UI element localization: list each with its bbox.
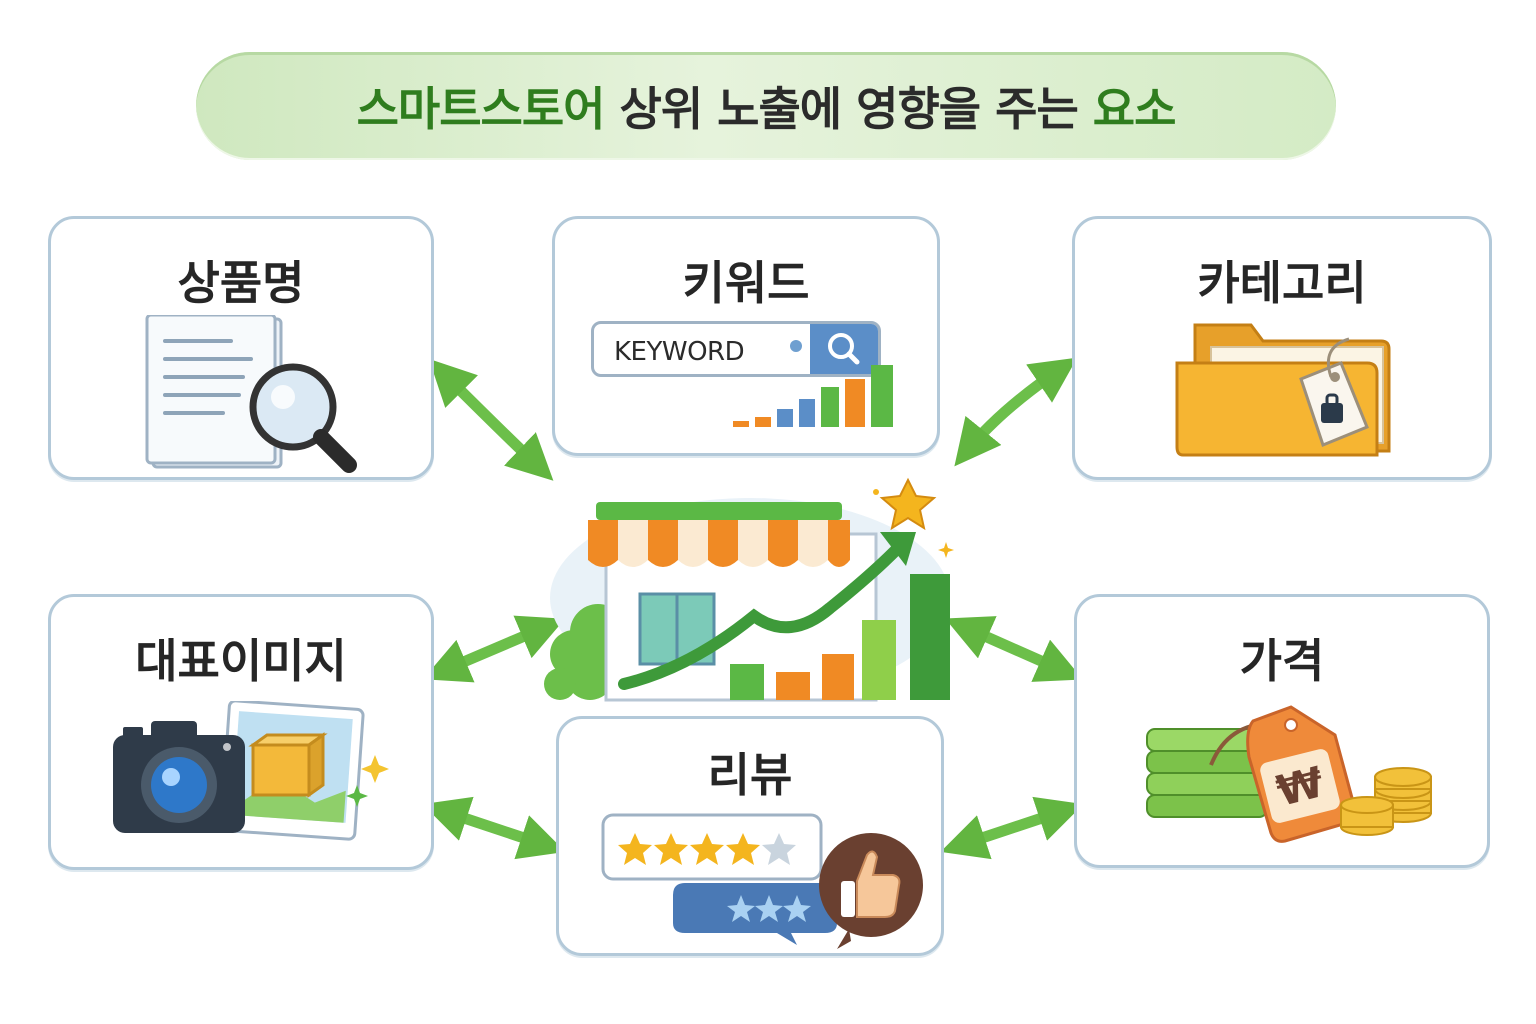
card-price: 가격 ₩ — [1074, 594, 1490, 868]
document-magnifier-icon — [145, 315, 357, 473]
growth-bars-icon — [733, 365, 893, 427]
page-title: 스마트스토어 상위 노출에 영향을 주는 요소 — [356, 73, 1177, 139]
title-banner: 스마트스토어 상위 노출에 영향을 주는 요소 — [196, 52, 1336, 160]
price-label: 가격 — [1239, 634, 1325, 688]
arrow-product-name — [428, 358, 554, 481]
card-category: 카테고리 — [1072, 216, 1492, 480]
keyword-label: 키워드 — [682, 256, 810, 310]
store-growth-illustration — [544, 477, 954, 702]
arrow-main-image — [422, 615, 566, 683]
folder-tag-icon — [1175, 323, 1391, 457]
growth-arrow — [618, 544, 902, 690]
title-part-factors: 요소 — [1092, 82, 1177, 136]
title-part-smartstore: 스마트스토어 — [356, 82, 606, 136]
search-bar-dot — [790, 340, 802, 352]
store-awning — [588, 520, 850, 567]
title-part-middle: 상위 노출에 영향을 주는 — [619, 82, 1079, 136]
growth-bars — [730, 574, 950, 700]
card-review: 리뷰 — [556, 716, 944, 956]
star-icon — [879, 477, 937, 531]
arrow-price — [945, 616, 1083, 682]
money-price-tag-icon: ₩ — [1146, 705, 1432, 843]
camera-photo-icon — [113, 701, 389, 841]
category-label: 카테고리 — [1197, 256, 1367, 310]
arrow-review-right — [940, 796, 1084, 860]
card-keyword: 키워드 KEYWORD — [552, 216, 940, 456]
main-image-label: 대표이미지 — [135, 634, 347, 688]
search-bar: KEYWORD — [591, 321, 881, 377]
review-label: 리뷰 — [707, 748, 793, 802]
arrow-category — [954, 357, 1078, 467]
price-symbol: ₩ — [1272, 757, 1329, 816]
review-stars-thumbs-up-icon — [601, 813, 923, 949]
store-roof — [596, 502, 842, 520]
search-bar-text: KEYWORD — [614, 337, 745, 367]
search-icon — [810, 324, 878, 374]
product-name-label: 상품명 — [177, 256, 305, 310]
bush-icon — [544, 604, 626, 700]
arrow-review-left — [422, 796, 566, 860]
card-main-image: 대표이미지 — [48, 594, 434, 870]
card-product-name: 상품명 — [48, 216, 434, 480]
